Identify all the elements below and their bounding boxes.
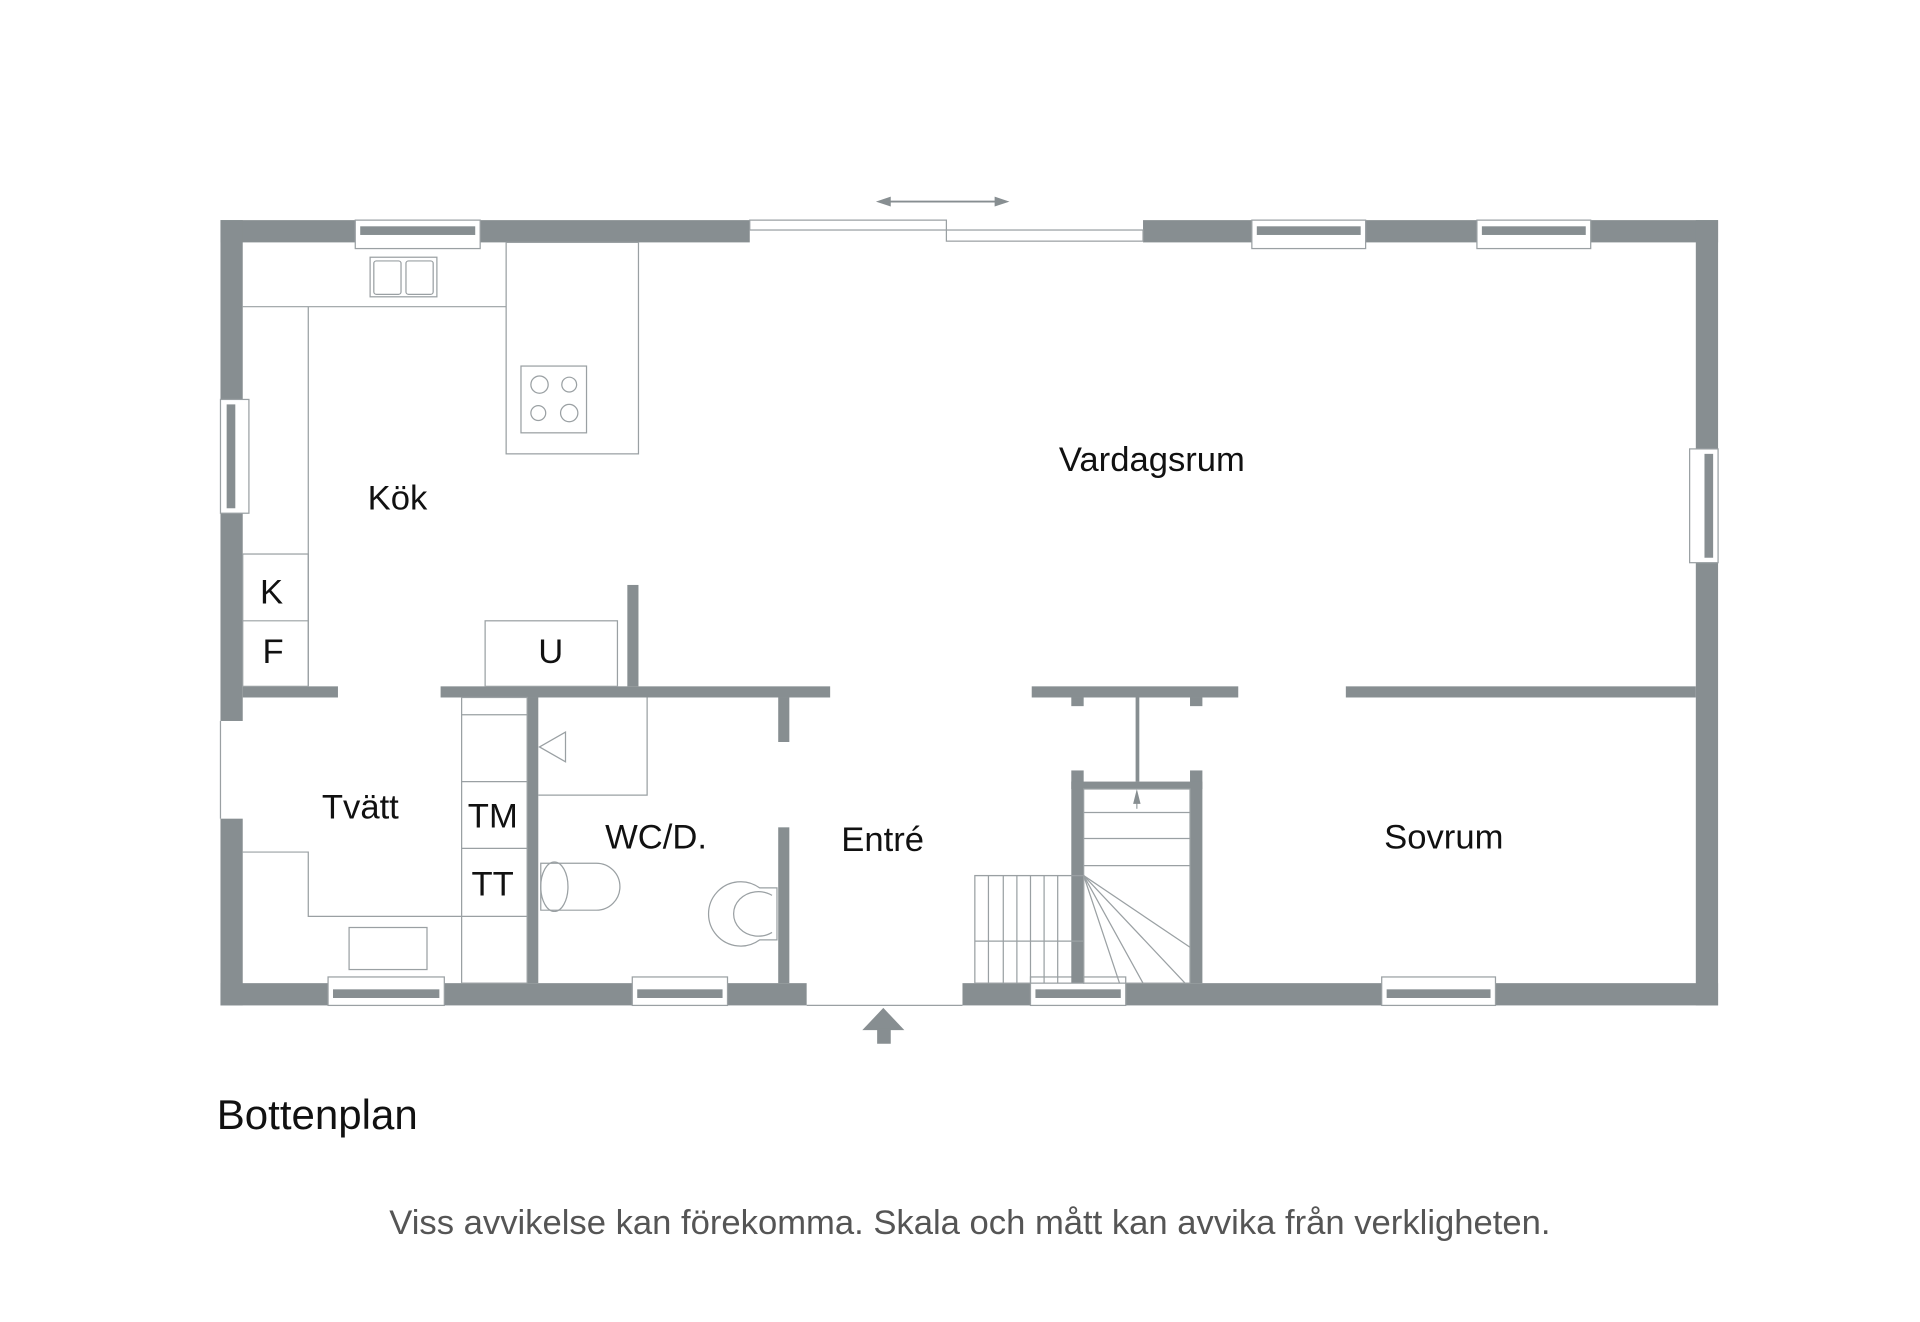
sliding-door (749, 196, 1144, 242)
appliance-label-f: F (263, 633, 284, 671)
windows (219, 219, 1719, 1007)
room-label-sovrum: Sovrum (1384, 818, 1503, 856)
room-label-tvatt: Tvätt (322, 789, 399, 827)
appliance-label-u: U (538, 633, 563, 671)
entrance-arrow-icon (862, 1007, 905, 1044)
disclaimer: Viss avvikelse kan förekomma. Skala och … (389, 1204, 1550, 1242)
plan-title: Bottenplan (217, 1091, 418, 1138)
appliance-label-k: K (260, 573, 283, 611)
shower-icon (538, 731, 567, 763)
outer-walls (220, 220, 1719, 1006)
interior-walls (242, 584, 1696, 984)
kitchen-fixtures (242, 241, 640, 687)
staircase (974, 788, 1191, 984)
stove-icon (520, 365, 588, 434)
appliance-label-tm: TM (468, 797, 518, 835)
room-label-kok: Kök (368, 480, 428, 518)
room-label-entre: Entré (841, 821, 924, 859)
sink-icon (369, 256, 438, 298)
appliance-label-tt: TT (472, 865, 514, 903)
toilet-icon (540, 861, 621, 913)
washbasin-icon (707, 881, 778, 947)
room-label-vardagsrum: Vardagsrum (1059, 441, 1245, 479)
bath-fixtures (242, 696, 778, 984)
room-label-wc: WC/D. (605, 818, 707, 856)
stair-up-arrow-icon (1133, 788, 1141, 804)
